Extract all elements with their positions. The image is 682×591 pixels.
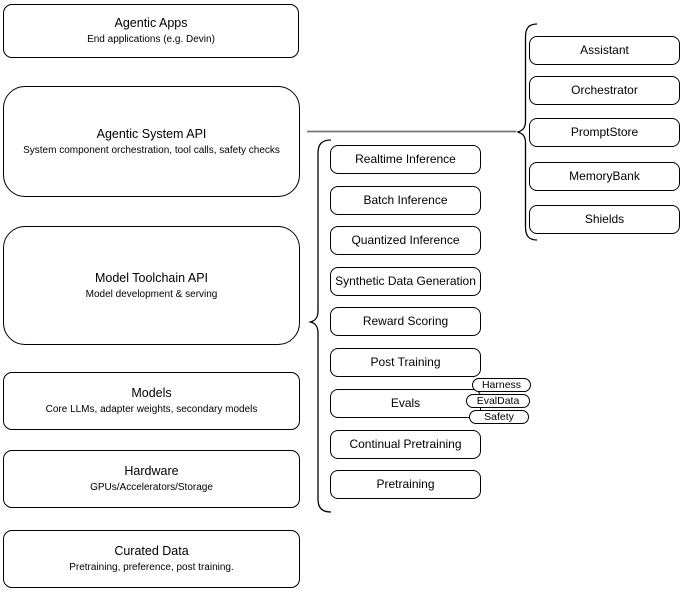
node-curated-data: Curated Data Pretraining, preference, po… [3, 530, 300, 588]
node-pretraining: Pretraining [330, 470, 481, 499]
node-subtitle: Pretraining, preference, post training. [69, 562, 234, 574]
tag-harness: Harness [472, 378, 531, 392]
node-realtime-inference: Realtime Inference [330, 145, 481, 174]
node-agentic-system-api: Agentic System API System component orch… [3, 86, 300, 197]
node-agentic-apps: Agentic Apps End applications (e.g. Devi… [3, 4, 299, 58]
node-promptstore: PromptStore [529, 118, 680, 147]
node-title: Agentic System API [96, 126, 207, 141]
node-continual-pretraining: Continual Pretraining [330, 430, 481, 459]
node-title: Curated Data [114, 544, 189, 559]
node-subtitle: System component orchestration, tool cal… [23, 144, 280, 156]
node-batch-inference: Batch Inference [330, 186, 481, 215]
node-post-training: Post Training [330, 348, 481, 377]
node-subtitle: Model development & serving [85, 288, 218, 300]
node-assistant: Assistant [529, 36, 680, 65]
node-subtitle: Core LLMs, adapter weights, secondary mo… [45, 404, 258, 416]
node-subtitle: GPUs/Accelerators/Storage [90, 482, 213, 494]
node-title: Hardware [124, 464, 179, 479]
node-reward-scoring: Reward Scoring [330, 307, 481, 336]
node-hardware: Hardware GPUs/Accelerators/Storage [3, 450, 300, 508]
node-models: Models Core LLMs, adapter weights, secon… [3, 372, 300, 430]
brace-toolchain [308, 139, 332, 513]
node-title: Models [131, 386, 172, 401]
tag-evaldata: EvalData [466, 394, 530, 408]
node-title: Agentic Apps [114, 16, 188, 31]
node-synthetic-data-generation: Synthetic Data Generation [330, 267, 481, 296]
node-quantized-inference: Quantized Inference [330, 226, 481, 255]
node-model-toolchain-api: Model Toolchain API Model development & … [3, 226, 300, 345]
node-title: Model Toolchain API [94, 270, 209, 285]
node-memorybank: MemoryBank [529, 162, 680, 191]
node-shields: Shields [529, 205, 680, 234]
node-orchestrator: Orchestrator [529, 76, 680, 105]
tag-safety: Safety [469, 410, 529, 424]
node-evals: Evals [330, 389, 481, 418]
node-subtitle: End applications (e.g. Devin) [87, 34, 215, 46]
